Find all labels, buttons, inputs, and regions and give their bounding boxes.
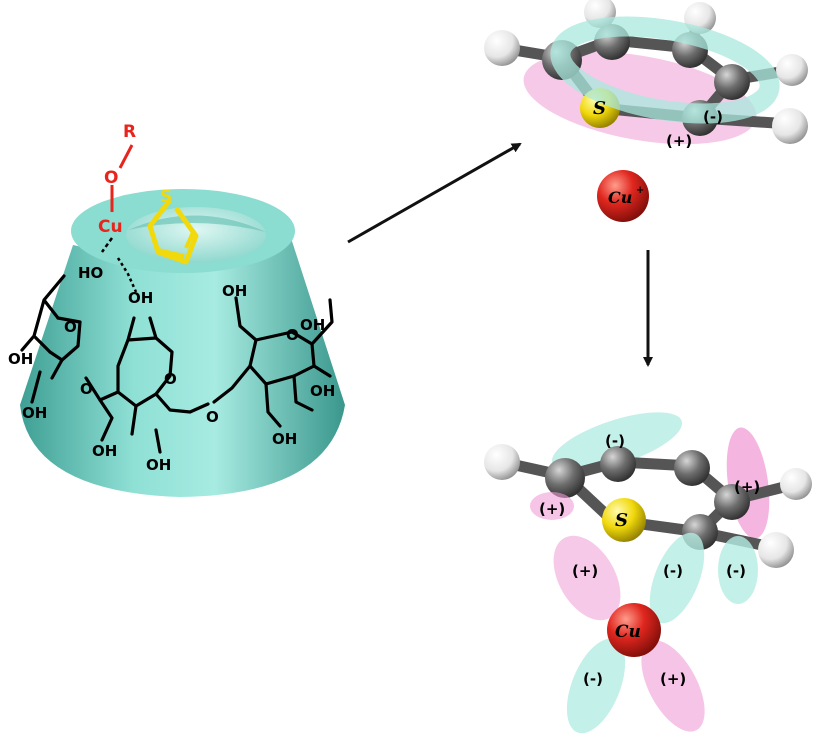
r-group-label: R	[123, 122, 136, 142]
orbital-sign: (+)	[572, 562, 598, 580]
thiophene-copper-complex: S Cu (-) (+) (+) (+) (-) (-) (-) (+)	[484, 412, 812, 734]
ring-oxygen-label: O	[206, 408, 219, 426]
orbital-sign-minus: (-)	[703, 108, 723, 126]
orbital-lobe	[649, 532, 705, 624]
cone-body	[20, 235, 345, 497]
orbital-sign: (-)	[726, 562, 746, 580]
orbital-lobe	[641, 640, 705, 732]
oxygen-label: O	[104, 168, 118, 188]
hydroxyl-labels: HO OH OH OH OH OH OH OH OH OH O O O O O	[8, 264, 335, 474]
orbital-sign: (-)	[663, 562, 683, 580]
orbital-sign-plus: (+)	[666, 132, 692, 150]
orbital-sign: (+)	[734, 478, 760, 496]
orbital-sign: (-)	[583, 670, 603, 688]
sulfur-label: S	[615, 510, 628, 531]
coordination-bonds	[100, 237, 138, 293]
hydroxyl-label: OH	[310, 382, 335, 400]
hydroxyl-label: OH	[300, 316, 325, 334]
cation-charge: +	[636, 185, 644, 196]
copper-cation: Cu +	[597, 170, 649, 222]
hydroxyl-label: OH	[146, 456, 171, 474]
thiophene-ball-model-top: S (-) (+)	[484, 0, 808, 150]
hydroxyl-label: HO	[78, 264, 103, 282]
ring-oxygen-label: O	[164, 370, 177, 388]
copper-label: Cu	[615, 622, 641, 642]
hydroxyl-label: OH	[128, 289, 153, 307]
orbital-lobe	[718, 536, 758, 604]
orbital-sign: (+)	[660, 670, 686, 688]
cone-cavity-shadow	[128, 215, 266, 232]
cation-label: Cu	[608, 188, 632, 207]
reaction-arrow-diagonal	[347, 142, 522, 244]
cyan-orbital-ring	[550, 16, 780, 124]
orbital-sign: (-)	[605, 432, 625, 450]
ring-oxygen-label: O	[64, 318, 77, 336]
ring-oxygen-label: O	[80, 380, 93, 398]
hydroxyl-label: OH	[22, 404, 47, 422]
copper-alkoxide: R O Cu	[98, 122, 136, 237]
orbital-sign: (+)	[539, 500, 565, 518]
thiophene-sulfur-label: S	[160, 187, 172, 207]
copper-label: Cu	[98, 217, 123, 237]
glucose-skeleton	[20, 274, 334, 454]
orbital-lobe	[530, 492, 574, 520]
hydroxyl-label: OH	[92, 442, 117, 460]
sulfur-label: S	[593, 98, 606, 119]
orbital-lobe	[551, 412, 683, 472]
orbital-lobe	[566, 638, 626, 734]
orbital-lobe	[553, 535, 621, 621]
hydroxyl-label: OH	[272, 430, 297, 448]
hydroxyl-label: OH	[222, 282, 247, 300]
ring-oxygen-label: O	[286, 326, 299, 344]
hydroxyl-label: OH	[8, 350, 33, 368]
thiophene-guest: S	[147, 187, 199, 265]
